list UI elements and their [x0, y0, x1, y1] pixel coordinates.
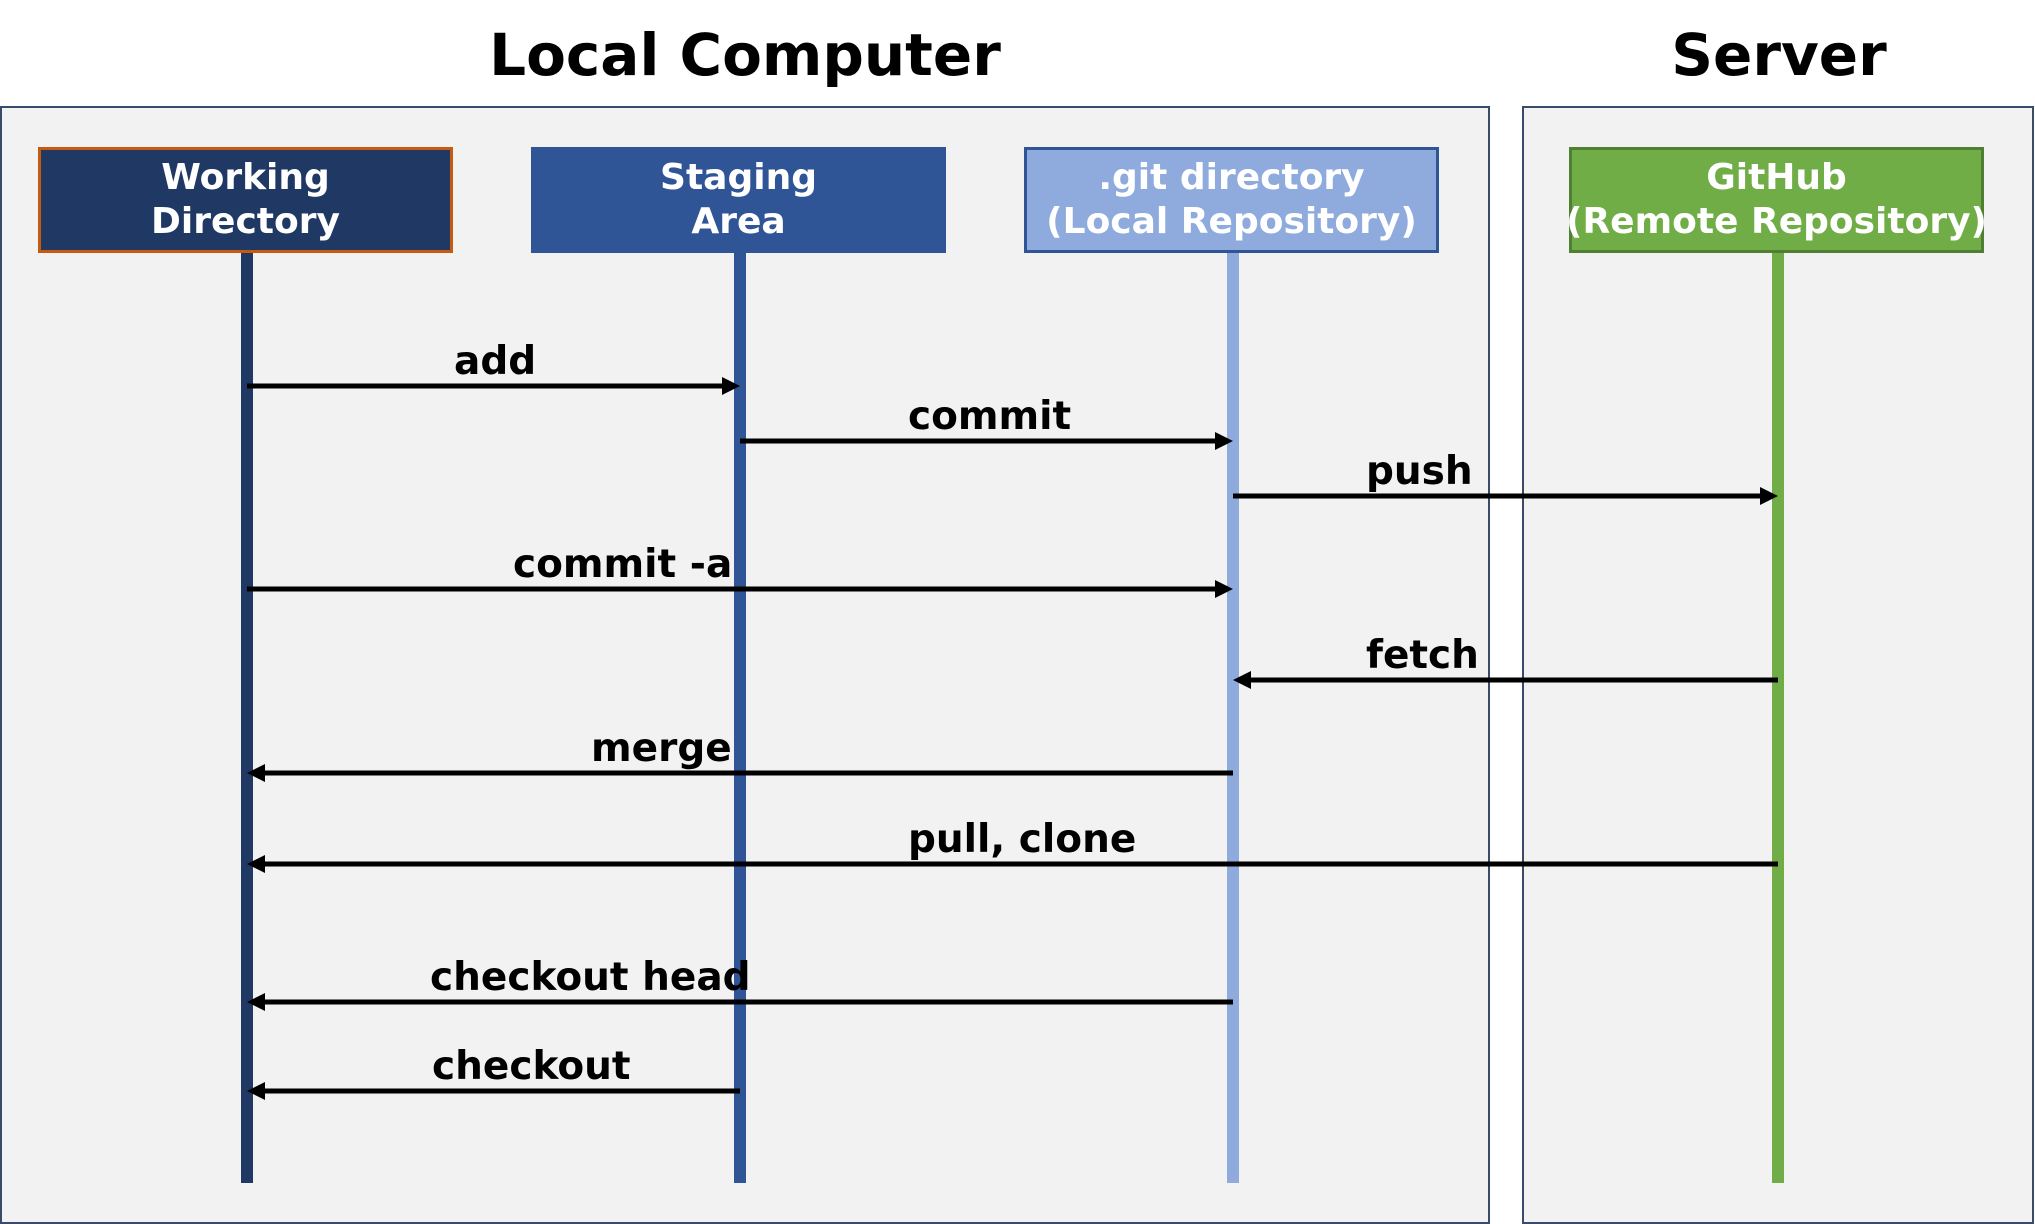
fetch-arrowhead [1233, 671, 1251, 689]
github-box: GitHub (Remote Repository) [1566, 147, 1988, 253]
git-directory-label-line1: .git directory [1098, 157, 1365, 198]
working-directory-label-line1: Working [161, 157, 330, 198]
checkout-head-arrowhead [247, 993, 265, 1011]
fetch-label: fetch [1366, 633, 1479, 678]
merge-arrowhead [247, 764, 265, 782]
git-directory-label-line2: (Local Repository) [1046, 201, 1417, 242]
pull-clone-arrowhead [247, 855, 265, 873]
add-label: add [454, 339, 537, 384]
working-directory-label-line2: Directory [151, 201, 340, 242]
push-arrowhead [1760, 487, 1778, 505]
commit-label: commit [908, 394, 1072, 439]
push-label: push [1366, 449, 1473, 494]
merge-label: merge [591, 726, 732, 771]
github-lifeline [1772, 250, 1784, 1183]
github-label-line1: GitHub [1706, 157, 1847, 198]
local-computer-title: Local Computer [489, 21, 1001, 89]
github-label-line2: (Remote Repository) [1566, 201, 1988, 242]
commit-a-arrowhead [1215, 580, 1233, 598]
server-title: Server [1671, 21, 1887, 89]
pull-clone-label: pull, clone [908, 817, 1137, 862]
checkout-arrowhead [247, 1082, 265, 1100]
checkout-head-label: checkout head [430, 955, 751, 1000]
staging-area-label-line2: Area [691, 201, 786, 242]
working-directory-lifeline [241, 250, 253, 1183]
checkout-label: checkout [432, 1044, 631, 1089]
working-directory-box: Working Directory [38, 147, 453, 253]
staging-area-label-line1: Staging [660, 157, 817, 198]
git-directory-lifeline [1227, 250, 1239, 1183]
staging-area-box: Staging Area [531, 147, 946, 253]
add-arrowhead [722, 377, 740, 395]
commit-a-label: commit -a [513, 542, 733, 587]
commit-arrowhead [1215, 432, 1233, 450]
staging-area-lifeline [734, 250, 746, 1183]
git-directory-box: .git directory (Local Repository) [1024, 147, 1439, 253]
